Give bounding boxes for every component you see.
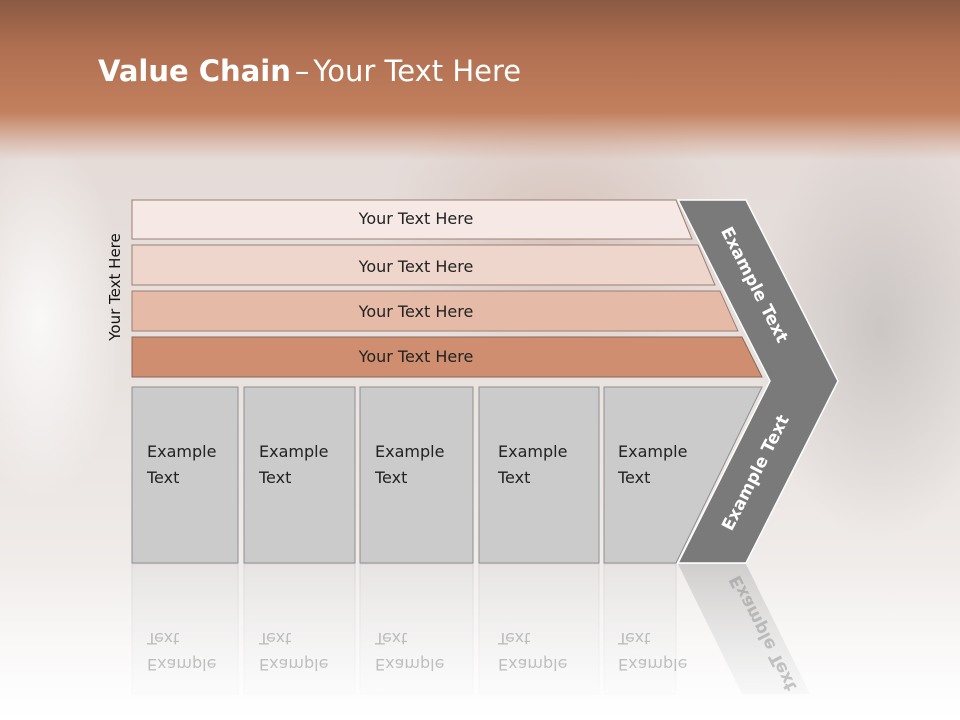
title-bold: Value Chain (98, 54, 291, 88)
title-bar (0, 0, 960, 160)
reflection-label-4: Example Text (498, 629, 568, 674)
band-2[interactable] (131, 244, 716, 286)
band-3[interactable] (131, 290, 739, 332)
chevron-arrow[interactable] (676, 199, 839, 564)
activity-box-4[interactable] (478, 386, 600, 564)
reflection-label-2: Example Text (259, 629, 329, 674)
activity-box-3-label: Example Text (375, 442, 445, 487)
band-4[interactable] (131, 336, 763, 378)
title-separator: – (294, 54, 310, 88)
activity-box-5-label: Example Text (618, 442, 688, 487)
reflection-label-5: Example Text (618, 629, 688, 674)
activity-box-5[interactable] (603, 386, 763, 564)
activity-box-4-label: Example Text (498, 442, 568, 487)
activity-box-1[interactable] (131, 386, 239, 564)
band-1[interactable] (131, 199, 693, 240)
activity-box-2-label: Example Text (259, 442, 329, 487)
reflection-label-3: Example Text (375, 629, 445, 674)
reflection-arrow-label: Example Text (725, 571, 802, 695)
slide-title[interactable]: Value Chain–Your Text Here (98, 54, 521, 88)
text-reflection: Example Text Example Text Example Text E… (0, 563, 960, 720)
reflection-fade (0, 564, 960, 720)
title-rest: Your Text Here (313, 54, 522, 88)
activity-box-1-label: Example Text (147, 442, 217, 487)
activity-box-2[interactable] (243, 386, 356, 564)
reflection-label-1: Example Text (147, 629, 217, 674)
activity-box-3[interactable] (359, 386, 474, 564)
